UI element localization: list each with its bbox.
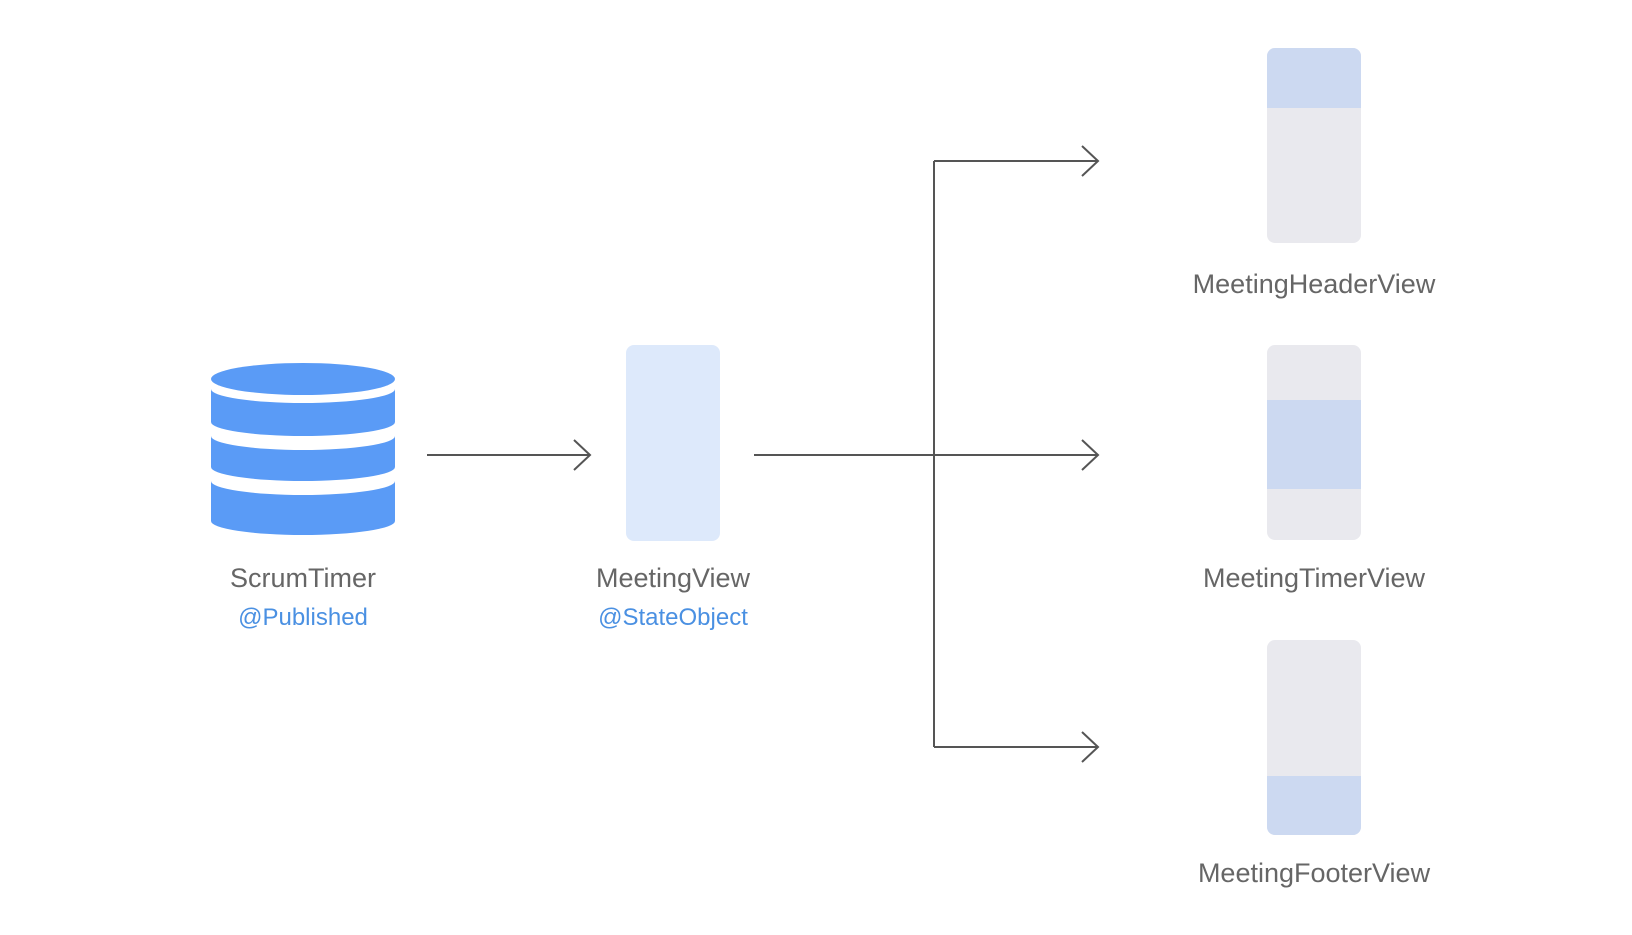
arrowhead-to-header-view xyxy=(1081,145,1100,177)
meeting-timer-view-label: MeetingTimerView xyxy=(1203,563,1426,593)
timer-highlight xyxy=(1267,400,1361,489)
scrum-timer-wrapper-label: @Published xyxy=(238,604,368,631)
branch-connector xyxy=(754,160,1098,748)
arrow-scrumtimer-to-meetingview xyxy=(427,439,592,471)
footer-highlight xyxy=(1267,776,1361,835)
meeting-view-label: MeetingView xyxy=(596,563,751,593)
header-highlight xyxy=(1267,48,1361,108)
database-top-cap xyxy=(211,363,395,395)
meeting-timer-view-screen xyxy=(1267,345,1361,540)
meeting-footer-view-screen xyxy=(1267,640,1361,835)
arrowhead-to-footer-view xyxy=(1081,731,1100,763)
meeting-header-view-screen xyxy=(1267,48,1361,243)
database-disk-upper xyxy=(211,389,395,436)
meeting-header-view-label: MeetingHeaderView xyxy=(1193,269,1436,299)
database-disk-middle xyxy=(211,436,395,481)
arrowhead-to-timer-view xyxy=(1081,439,1100,471)
meeting-view-wrapper-label: @StateObject xyxy=(598,604,748,631)
meeting-footer-view-label: MeetingFooterView xyxy=(1198,858,1431,888)
database-disk-bottom xyxy=(211,481,395,535)
meeting-view-screen xyxy=(626,345,720,541)
scrum-timer-label: ScrumTimer xyxy=(230,563,376,593)
database-icon xyxy=(211,363,395,535)
